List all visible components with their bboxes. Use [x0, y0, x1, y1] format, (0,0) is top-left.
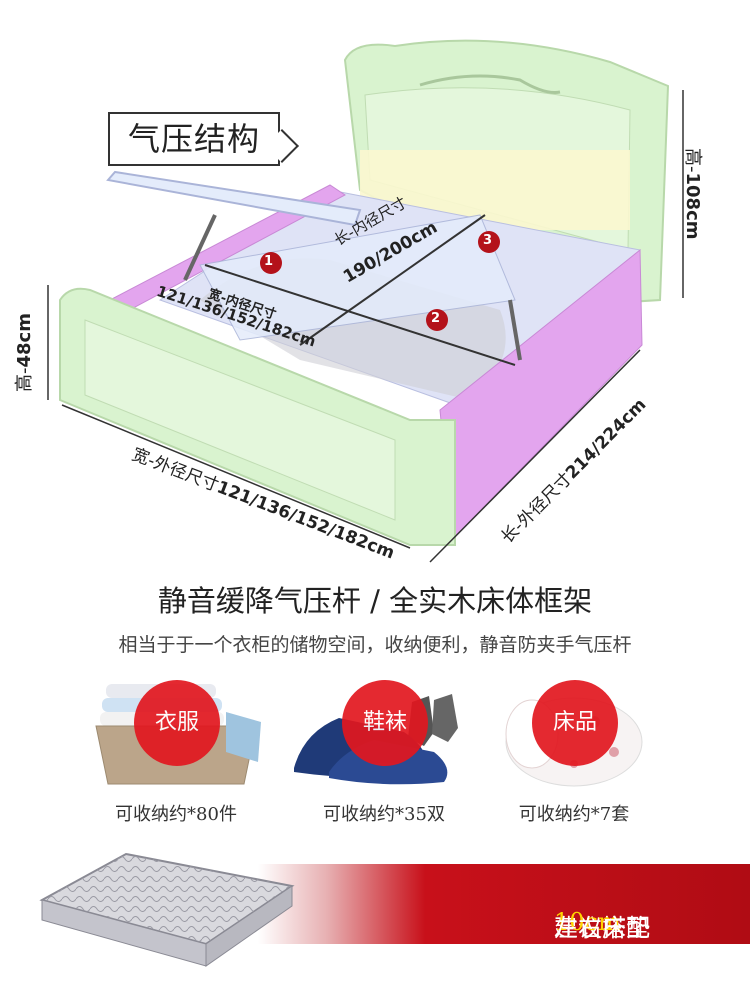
clothes-badge: 衣服 [134, 680, 220, 766]
head-height-prefix: 高- [682, 148, 703, 173]
bed-illustration [47, 39, 684, 563]
gas-structure-callout: 气压结构 [108, 112, 280, 166]
bedding-caption: 可收纳约*7套 [518, 804, 630, 825]
banner-before: 建议搭配 [554, 914, 650, 942]
footboard-panel [84, 319, 396, 521]
shoes-badge: 鞋袜 [342, 680, 428, 766]
foot-height-value: 48cm [14, 313, 35, 368]
lifted-lid-2 [199, 214, 516, 341]
storage-item-clothes: 衣服 可收纳约*80件 [76, 672, 276, 842]
dim-line-outer-width [61, 404, 411, 549]
dim-line-inner-width [204, 264, 516, 366]
dim-line-inner-length [299, 214, 486, 346]
foot-height-prefix: 高- [14, 367, 35, 393]
bedding-badge: 床品 [532, 680, 618, 766]
foot-height-label: 高-48cm [10, 313, 36, 392]
bed-diagram: 1 2 3 气压结构 长-内径尺寸 190/200cm 宽-内径尺寸 121/1… [0, 0, 750, 565]
marker-3 [478, 231, 500, 253]
storage-item-bedding: 床品 可收纳约*7套 [474, 672, 674, 842]
headboard-carving [419, 74, 561, 94]
lifted-lid [106, 170, 362, 227]
shoes-caption: 可收纳约*35双 [323, 804, 445, 825]
marker-1 [260, 252, 282, 274]
banner-highlight: 10cm [554, 908, 621, 936]
marker-2 [426, 309, 448, 331]
subline: 相当于于一个衣柜的储物空间，收纳便利，静音防夹手气压杆 [118, 634, 632, 656]
headline: 静音缓降气压杆 / 全实木床体框架 [157, 584, 593, 618]
dim-line-outer-length [429, 349, 641, 563]
banner-after: 左右床垫 [554, 914, 650, 942]
marker-2-label: 2 [431, 311, 441, 326]
marker-1-label: 1 [264, 254, 274, 269]
callout-title: 气压结构 [127, 120, 260, 158]
gas-strut-1 [183, 214, 217, 281]
gas-strut-2 [508, 299, 522, 361]
mattress-image [39, 852, 295, 967]
marker-3-label: 3 [483, 233, 493, 248]
head-height-label: 高-108cm [681, 148, 707, 240]
clothes-caption: 可收纳约*80件 [115, 804, 237, 825]
head-height-value: 108cm [682, 172, 703, 240]
storage-item-shoes: 鞋袜 可收纳约*35双 [284, 672, 484, 842]
